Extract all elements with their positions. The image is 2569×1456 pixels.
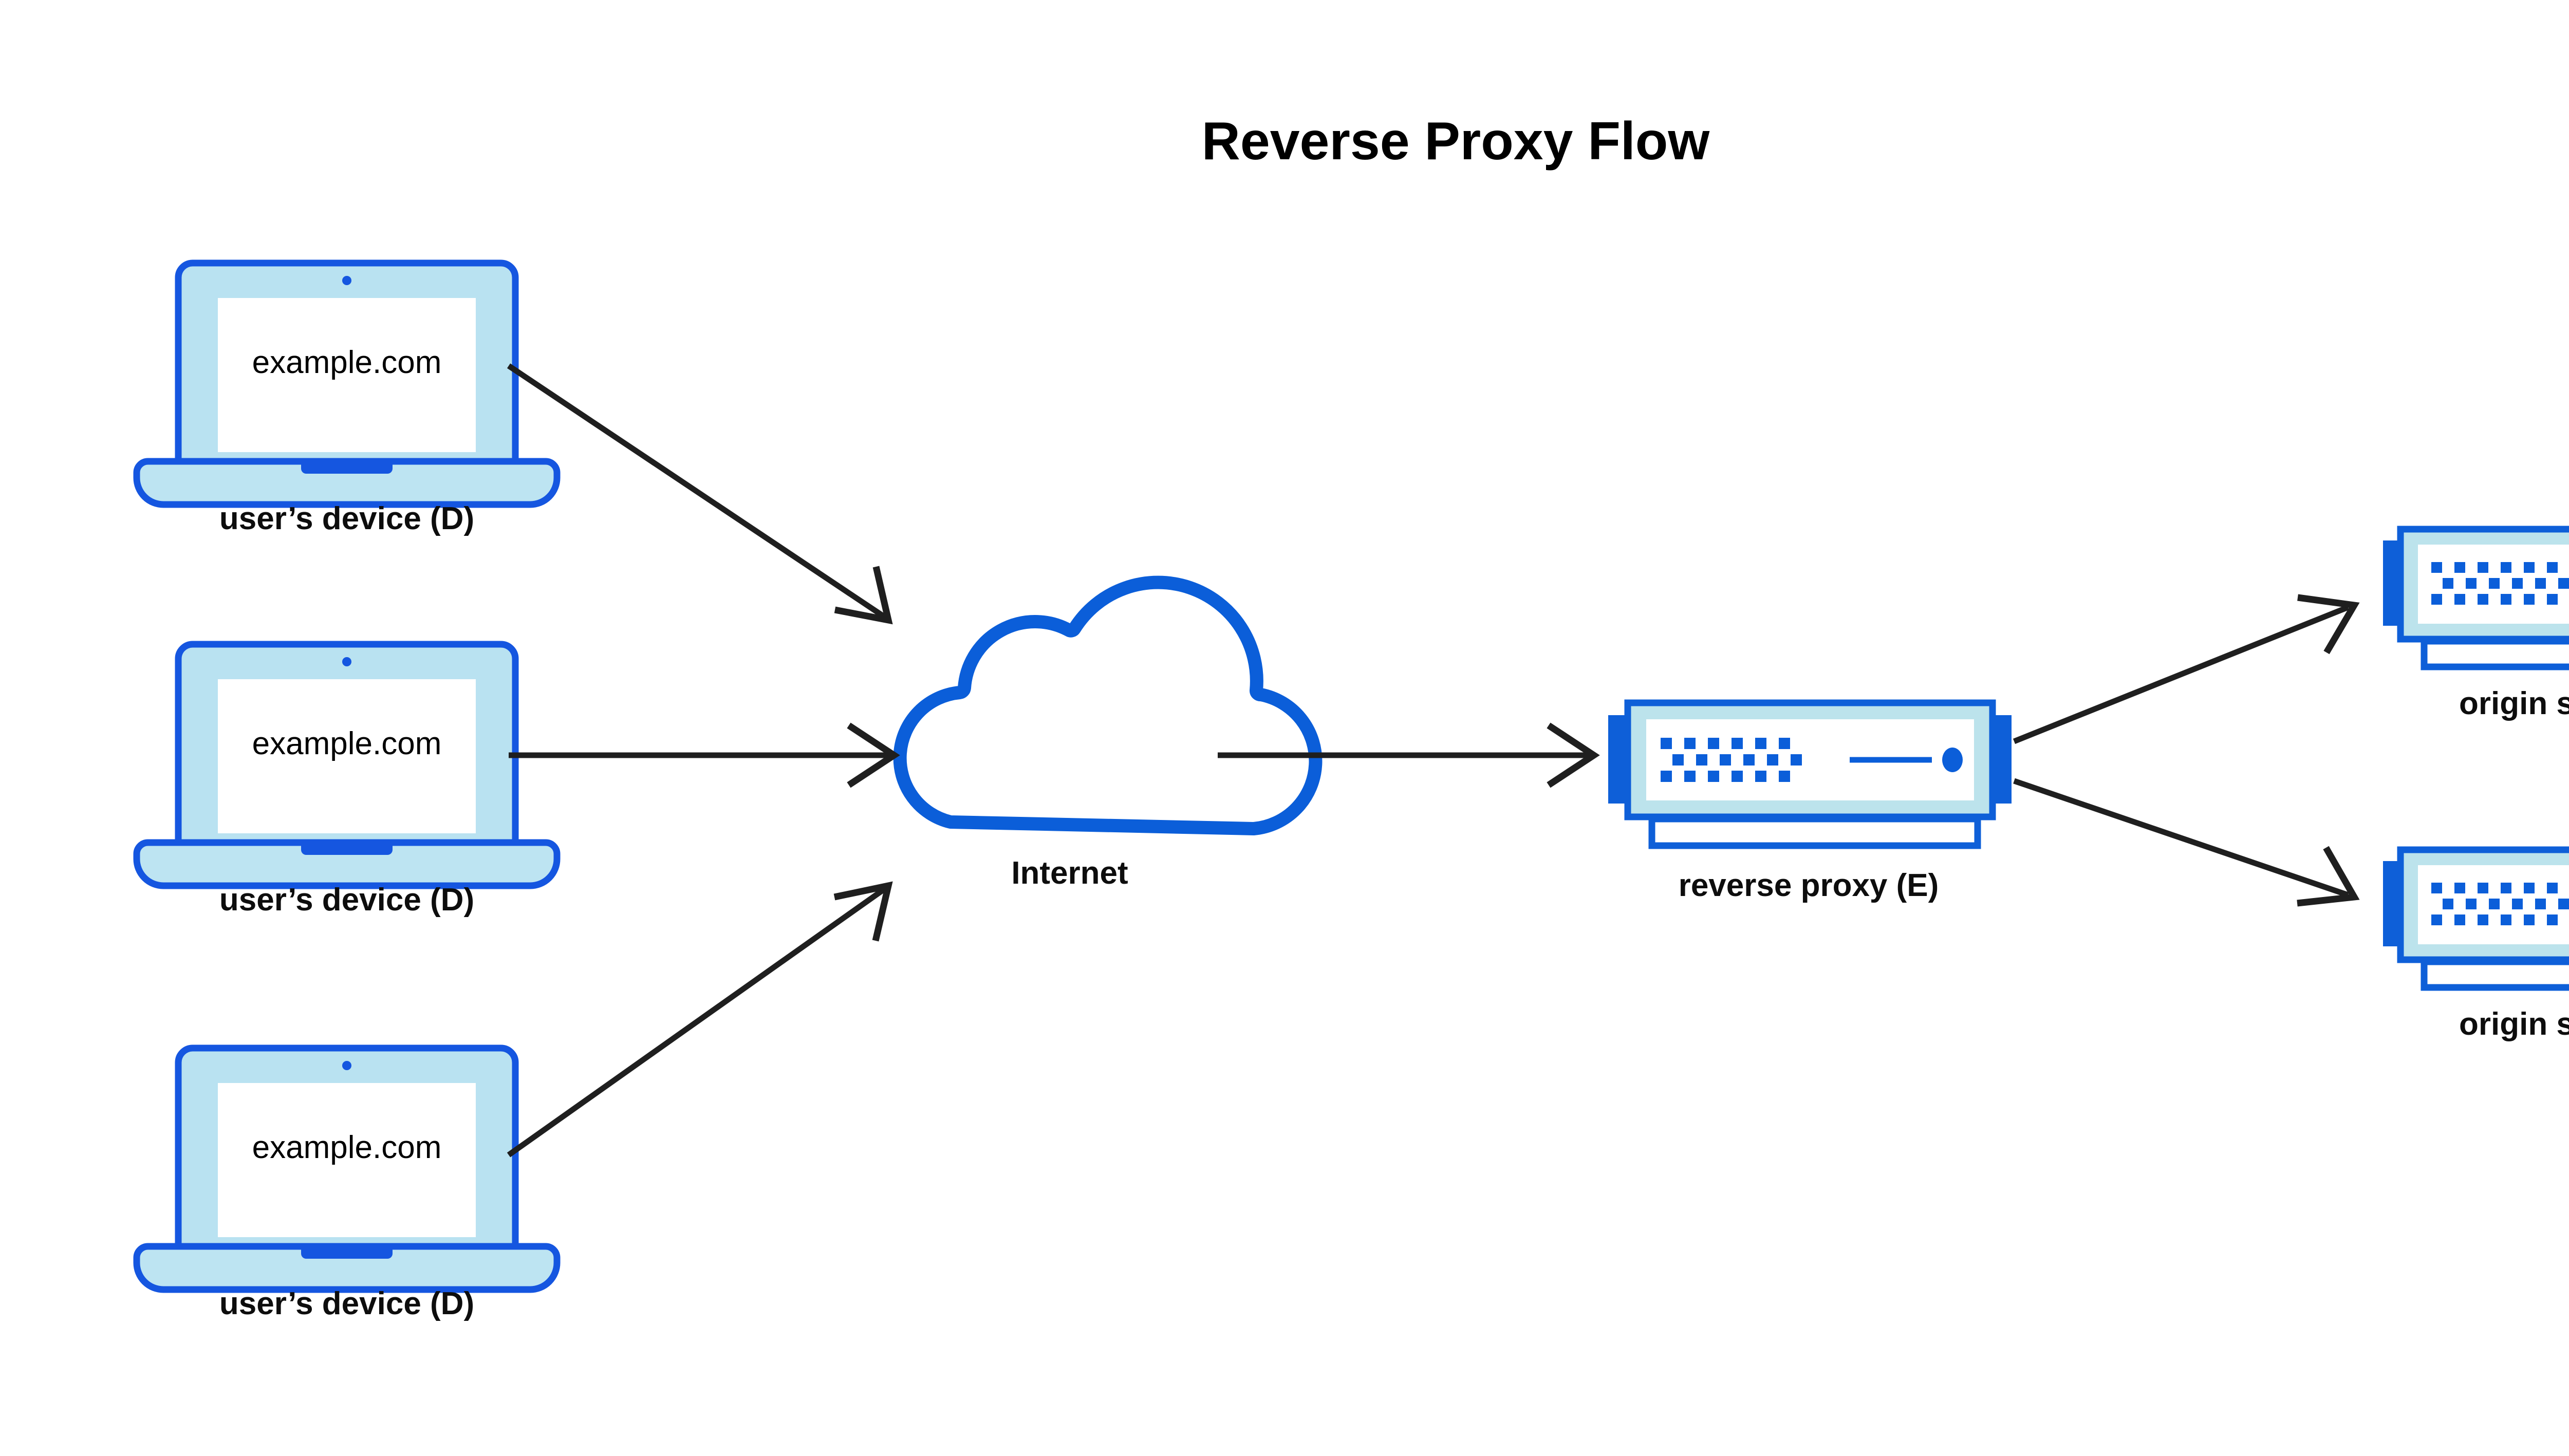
device-label: user’s device (D): [219, 501, 474, 536]
laptop-icon: [133, 1044, 561, 1293]
edge-device2-to-internet: [509, 722, 900, 788]
reverse-proxy-node[interactable]: reverse proxy (E): [1608, 699, 2012, 903]
user-device-2[interactable]: example.com user’s device (D): [133, 641, 561, 918]
page-title: Reverse Proxy Flow: [1202, 111, 1710, 171]
internet-label: Internet: [1011, 855, 1128, 891]
device-label: user’s device (D): [219, 1286, 474, 1321]
laptop-icon: [133, 641, 561, 889]
device-screen-text: example.com: [252, 726, 442, 761]
edge-internet-to-proxy: [1218, 722, 1600, 788]
origin-server-label: origin server (F): [2459, 686, 2569, 721]
laptop-icon: [133, 259, 561, 508]
origin-server-label: origin server (F): [2459, 1006, 2569, 1042]
server-icon: [1608, 699, 2012, 849]
edge-proxy-to-origin1: [2013, 594, 2360, 744]
cloud-icon: [893, 575, 1323, 835]
origin-server-1[interactable]: origin server (F): [2383, 526, 2569, 721]
user-device-1[interactable]: example.com user’s device (D): [133, 259, 561, 536]
device-screen-text: example.com: [252, 345, 442, 380]
server-icon: [2383, 846, 2569, 991]
user-device-3[interactable]: example.com user’s device (D): [133, 1044, 561, 1321]
reverse-proxy-label: reverse proxy (E): [1679, 868, 1939, 903]
edge-device3-to-internet: [507, 881, 893, 1158]
edge-proxy-to-origin2: [2013, 778, 2360, 907]
origin-server-2[interactable]: origin server (F): [2383, 846, 2569, 1042]
device-screen-text: example.com: [252, 1130, 442, 1165]
server-vent-dots: [2431, 562, 2569, 605]
server-vent-dots: [1661, 738, 1802, 782]
edge-device1-to-internet: [507, 363, 893, 625]
server-icon: [2383, 526, 2569, 670]
internet-node[interactable]: Internet: [893, 575, 1323, 891]
device-label: user’s device (D): [219, 882, 474, 918]
server-vent-dots: [2431, 883, 2569, 925]
